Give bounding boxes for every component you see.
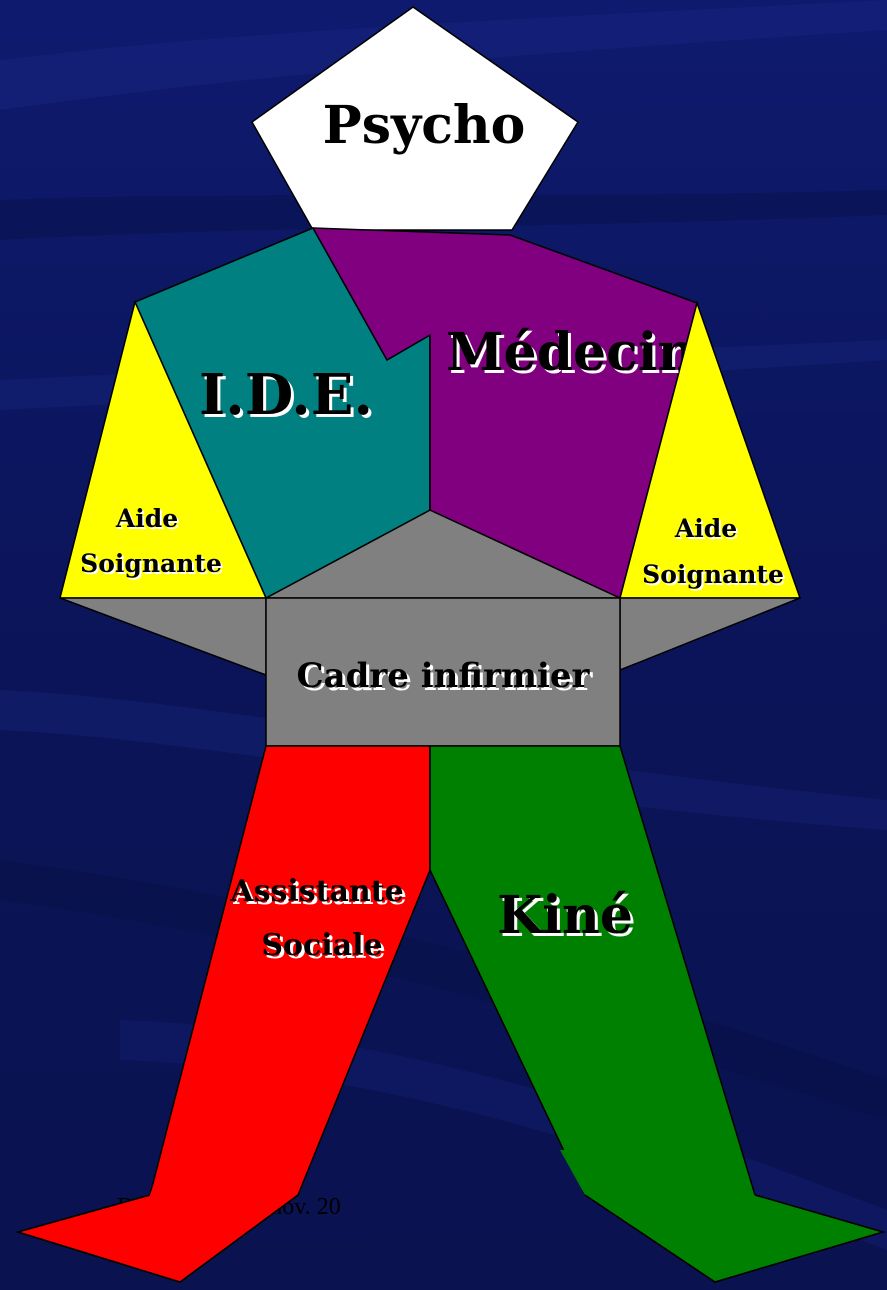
right-hand — [620, 598, 800, 670]
medecin-label: Médecin — [446, 322, 695, 383]
aide-left-line1: Aide — [115, 504, 178, 533]
medecin-label-group: Médecin Médecin — [446, 322, 698, 386]
kine-label: Kiné — [497, 885, 633, 946]
assistante-line2: Sociale — [261, 928, 382, 963]
assistante-line1: Assistante — [229, 874, 403, 909]
aide-right-line1: Aide — [674, 514, 737, 543]
aide-right-line2: Soignante — [642, 560, 784, 589]
psycho-label: Psycho — [323, 95, 526, 156]
cadre-label: Cadre infirmier — [297, 656, 591, 696]
left-hand — [60, 598, 266, 675]
ide-label: I.D.E. — [199, 362, 373, 428]
aide-left-line2: Soignante — [80, 549, 222, 578]
